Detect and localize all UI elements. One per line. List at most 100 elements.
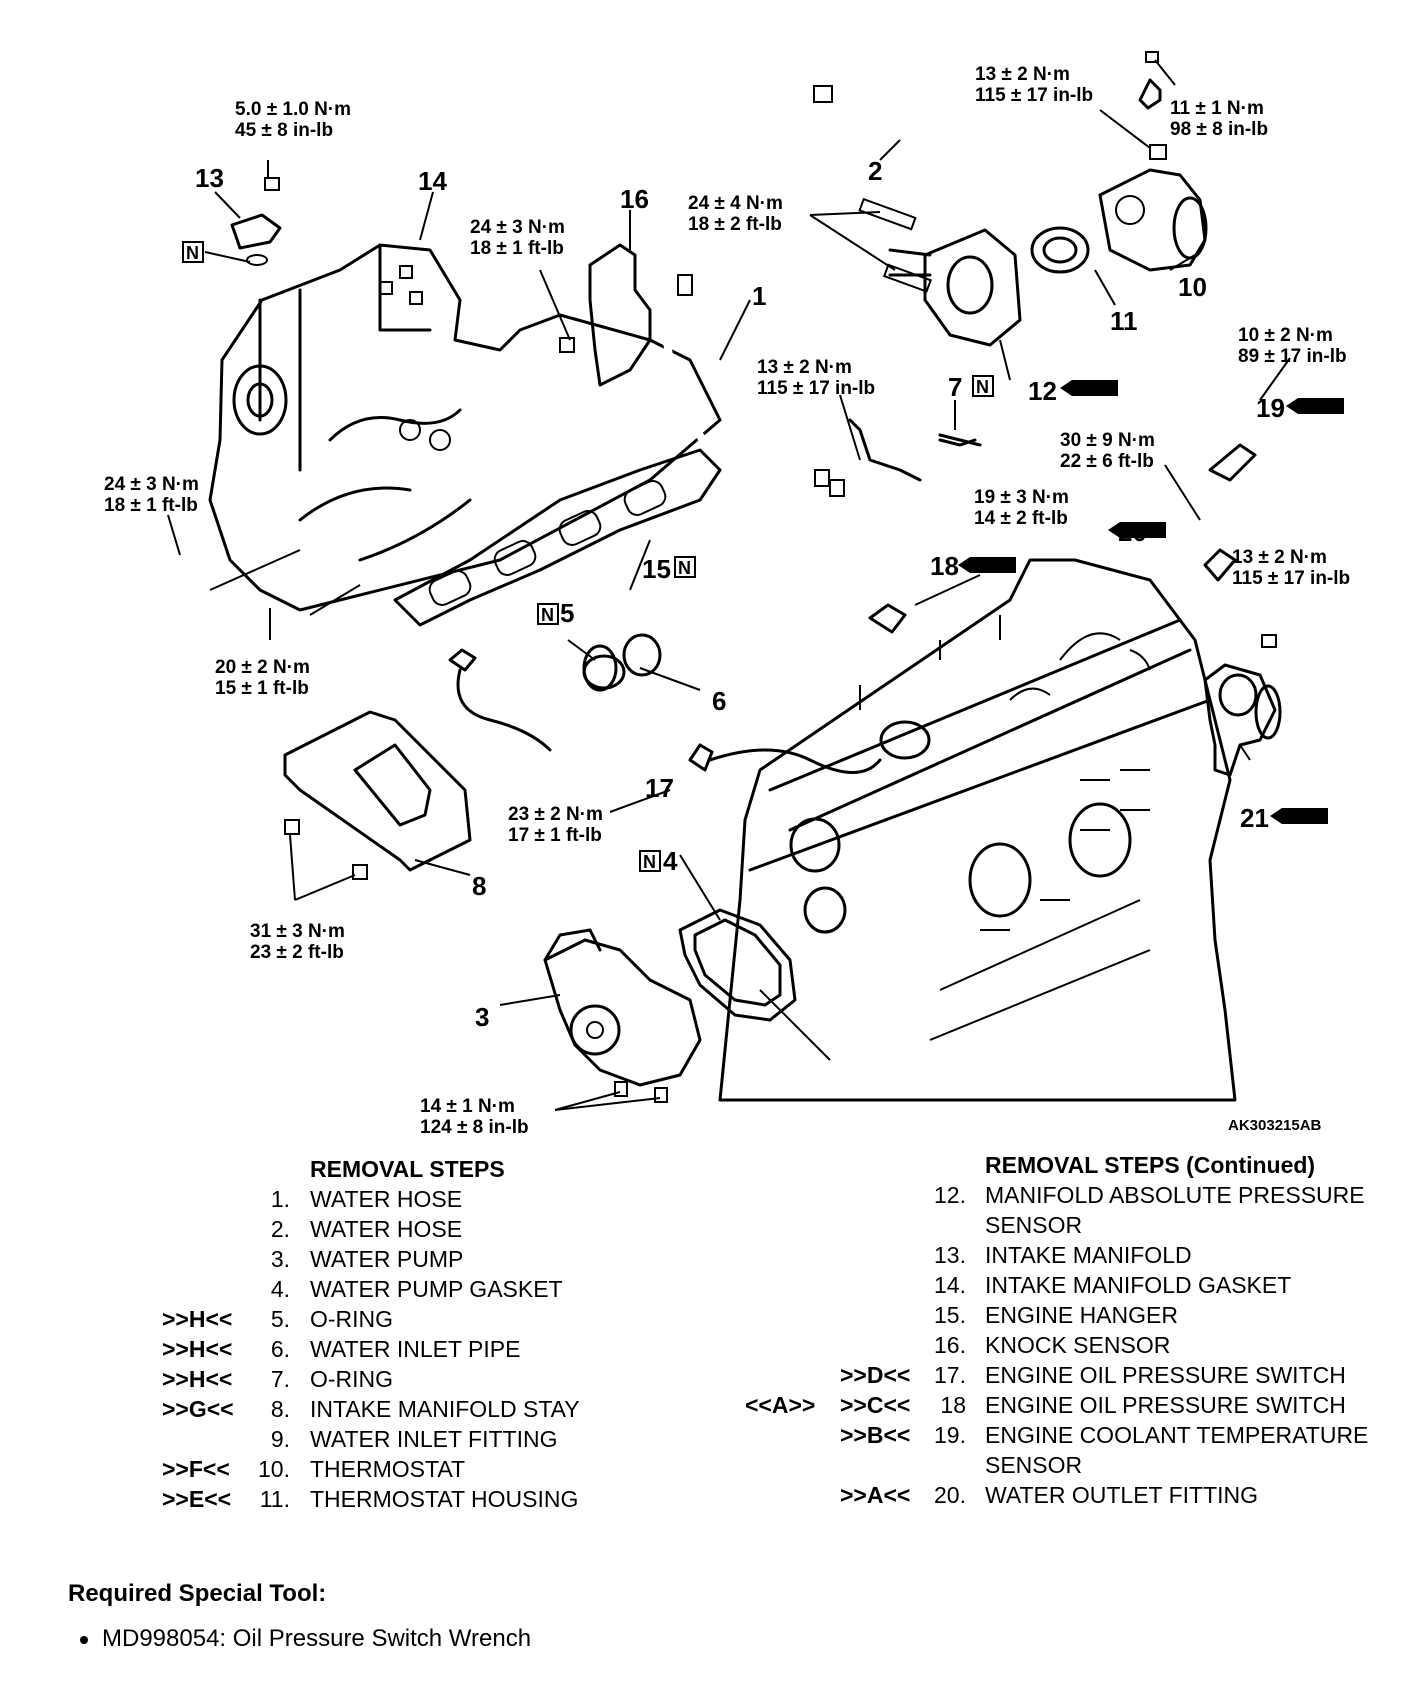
list-item: 2.WATER HOSE (150, 1214, 650, 1244)
torque-spec-coolant-sensor: 10 ± 2 N·m 89 ± 17 in-lb (1238, 325, 1347, 367)
svg-text:N: N (541, 605, 554, 625)
callout-13: 13 (195, 163, 224, 193)
list-item: >>B<<19.ENGINE COOLANT TEMPERATURE (740, 1420, 1408, 1450)
svg-text:N: N (186, 243, 199, 263)
list-item: 14. INTAKE MANIFOLD GASKET (740, 1270, 1408, 1300)
callout-7: 7 (948, 372, 962, 402)
step-number: 14. (934, 1272, 966, 1298)
svg-text:23 ± 2 ft-lb: 23 ± 2 ft-lb (250, 942, 344, 963)
svg-text:13 ± 2 N·m: 13 ± 2 N·m (757, 357, 852, 378)
tool-arrow-icon (1270, 808, 1328, 824)
torque-spec-map-sensor: 5.0 ± 1.0 N·m 45 ± 8 in-lb (235, 99, 351, 141)
step-text: WATER OUTLET FITTING (985, 1482, 1259, 1508)
new-part-mark-4: N (639, 850, 661, 872)
leader-lines (167, 59, 1291, 1111)
manifold-stay-illustration (283, 710, 472, 880)
step-number: 1. (270, 1186, 290, 1212)
list-item: 13.INTAKE MANIFOLD (740, 1240, 1408, 1270)
svg-text:11 ± 1 N·m: 11 ± 1 N·m (1170, 98, 1264, 119)
svg-text:31 ± 3 N·m: 31 ± 3 N·m (250, 921, 345, 942)
step-text: INTAKE MANIFOLD STAY (310, 1396, 580, 1422)
callout-11: 11 (1110, 306, 1138, 336)
list-item: 9.WATER INLET FITTING (150, 1424, 650, 1454)
callout-21: 21 (1240, 803, 1269, 833)
list-item: >>E<< 11. THERMOSTAT HOUSING (150, 1484, 650, 1514)
step-mark: >>G<< (162, 1396, 234, 1422)
step-number: 4. (270, 1276, 290, 1302)
special-tool-text: MD998054: Oil Pressure Switch Wrench (102, 1625, 532, 1652)
step-text: O-RING (310, 1306, 394, 1332)
list-item: >>H<<6.WATER INLET PIPE (150, 1334, 650, 1364)
list-item: >>H<<5.O-RING (150, 1304, 650, 1334)
torque-spec-oil-switch-20: 30 ± 9 N·m 22 ± 6 ft-lb (1060, 430, 1155, 472)
svg-text:14 ± 1 N·m: 14 ± 1 N·m (420, 1096, 515, 1117)
step-mark: >>H<< (162, 1306, 233, 1332)
tool-arrow-icon (1060, 380, 1118, 396)
step-number: 18 (940, 1392, 966, 1418)
svg-text:115 ± 17 in-lb: 115 ± 17 in-lb (975, 85, 1093, 106)
list-item: 3.WATER PUMP (150, 1244, 650, 1274)
step-number: 9. (270, 1426, 290, 1452)
svg-text:24 ± 4 N·m: 24 ± 4 N·m (688, 193, 783, 214)
callout-18: 18 (930, 551, 959, 581)
removal-steps-continued: REMOVAL STEPS (Continued) 12.MANIFOLD AB… (740, 1150, 1408, 1510)
callout-8: 8 (472, 871, 486, 901)
list-item: 15. ENGINE HANGER (740, 1300, 1408, 1330)
step-text: ENGINE OIL PRESSURE SWITCH (985, 1392, 1346, 1418)
step-text: INTAKE MANIFOLD GASKET (985, 1272, 1292, 1298)
new-part-mark-7: N (972, 375, 994, 397)
step-number: 16. (934, 1332, 966, 1358)
callout-19: 19 (1256, 393, 1285, 423)
callout-6: 6 (712, 686, 726, 716)
step-number: 13. (934, 1242, 966, 1268)
step-mark: >>E<< (162, 1486, 232, 1512)
new-part-mark-13: N (182, 241, 204, 263)
step-text: SENSOR (985, 1452, 1083, 1478)
callout-1: 1 (752, 281, 766, 311)
step-number: 15. (934, 1302, 966, 1328)
step-mark: <<A>> (745, 1392, 816, 1418)
step-text: WATER PUMP (310, 1246, 464, 1272)
torque-spec-oil-switch-17: 23 ± 2 N·m 17 ± 1 ft-lb (508, 804, 603, 846)
step-text: THERMOSTAT HOUSING (310, 1486, 579, 1512)
svg-text:115 ± 17 in-lb: 115 ± 17 in-lb (757, 378, 875, 399)
torque-spec-water-pump: 14 ± 1 N·m 124 ± 8 in-lb (420, 1096, 529, 1138)
list-item: SENSOR (740, 1450, 1408, 1480)
svg-text:89 ± 17 in-lb: 89 ± 17 in-lb (1238, 346, 1347, 367)
list-item: 16.KNOCK SENSOR (740, 1330, 1408, 1360)
svg-text:17 ± 1 ft-lb: 17 ± 1 ft-lb (508, 825, 602, 846)
special-tool-item: MD998054: Oil Pressure Switch Wrench (80, 1625, 531, 1653)
svg-text:45 ± 8 in-lb: 45 ± 8 in-lb (235, 120, 333, 141)
new-part-mark-15: N (674, 556, 696, 578)
svg-text:115 ± 17 in-lb: 115 ± 17 in-lb (1232, 568, 1350, 589)
step-text: MANIFOLD ABSOLUTE PRESSURE (985, 1182, 1365, 1208)
svg-text:18 ± 1 ft-lb: 18 ± 1 ft-lb (470, 238, 564, 259)
list-item: 1.WATER HOSE (150, 1184, 650, 1214)
svg-text:23 ± 2 N·m: 23 ± 2 N·m (508, 804, 603, 825)
step-mark: >>F<< (162, 1456, 230, 1482)
list-item: >>D<<17.ENGINE OIL PRESSURE SWITCH (740, 1360, 1408, 1390)
svg-text:18 ± 1 ft-lb: 18 ± 1 ft-lb (104, 495, 198, 516)
step-mark: >>H<< (162, 1366, 233, 1392)
list-item: SENSOR (740, 1210, 1408, 1240)
step-text: ENGINE HANGER (985, 1302, 1178, 1328)
step-text: ENGINE OIL PRESSURE SWITCH (985, 1362, 1346, 1388)
step-mark: >>H<< (162, 1336, 233, 1362)
thermostat-assembly-illustration (858, 51, 1208, 347)
callout-3: 3 (475, 1002, 489, 1032)
water-pump-illustration (543, 908, 797, 1103)
svg-text:N: N (976, 377, 989, 397)
list-item: >>G<<8.INTAKE MANIFOLD STAY (150, 1394, 650, 1424)
o-rings-illustration (582, 433, 982, 690)
callout-12: 12 (1028, 376, 1057, 406)
tool-arrow-icon (1108, 522, 1166, 538)
callout-17: 17 (645, 773, 674, 803)
step-number: 2. (270, 1216, 290, 1242)
step-number: 11. (259, 1486, 290, 1512)
callout-5: 5 (560, 598, 574, 628)
callout-4: 4 (663, 846, 678, 876)
callout-16: 16 (620, 184, 649, 214)
step-number: 17. (934, 1362, 966, 1388)
list-item: 4.WATER PUMP GASKET (150, 1274, 650, 1304)
special-tool-title: Required Special Tool: (68, 1580, 327, 1607)
